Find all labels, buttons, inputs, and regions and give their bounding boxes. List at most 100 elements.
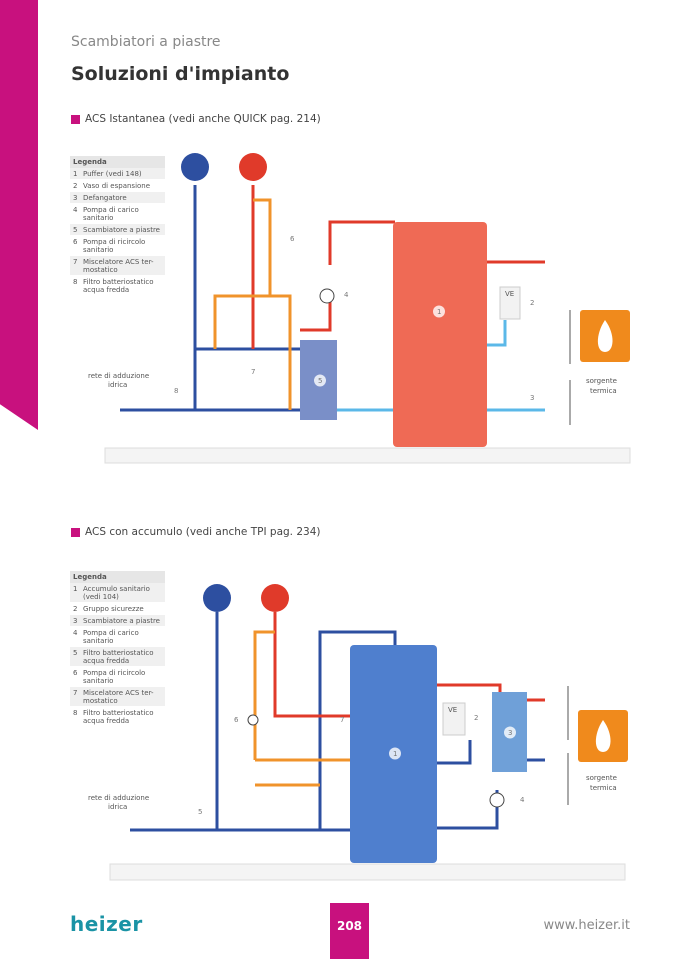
heat-source-label-2: termica [590,784,617,792]
legend-item: 4 Pompa di carico sanitario [70,627,165,647]
section1-title: ACS Istantanea (vedi anche QUICK pag. 21… [85,113,321,125]
legend-text: Gruppo sicurezze [83,604,144,613]
heat-source-label: sorgente [586,377,617,385]
section2-heading: ACS con accumulo (vedi anche TPI pag. 23… [71,526,320,538]
legend-text: Vaso di espansione [83,181,151,190]
legend-number: 2 [73,181,78,190]
legend-text: Miscelatore ACS ter-mostatico [83,688,154,705]
legend-number: 1 [73,584,78,593]
component-number: 3 [530,394,534,402]
legend-number: 8 [73,708,78,717]
safety-group [442,702,466,736]
ve-label: VE [505,290,514,298]
legend-text: Puffer (vedi 148) [83,169,142,178]
legend-text: Accumulo sanitario (vedi 104) [83,584,150,601]
legend-item: 3 Defangatore [70,192,165,204]
bullet-square [71,114,80,124]
component-number: 2 [474,714,478,722]
diagram-acs-istantanea: VE rete di adduzione idrica sorgente ter… [88,153,631,464]
page-number: 208 [330,903,369,959]
heat-source-label-2: termica [590,387,617,395]
legend-number: 5 [73,225,78,234]
section-kicker: Scambiatori a piastre [71,34,221,50]
legend-number: 4 [73,628,78,637]
legend-text: Scambiatore a piastre [83,616,160,625]
component-number: 8 [174,387,178,395]
water-supply-label-2: idrica [108,803,127,811]
legend-text: Scambiatore a piastre [83,225,160,234]
legend-item: 4 Pompa di carico sanitario [70,204,165,224]
water-supply-label-2: idrica [108,381,127,389]
legend-text: Pompa di carico sanitario [83,205,139,222]
component-number: 1 [393,750,397,758]
shower-cold-icon [181,153,209,181]
legend-item: 8 Filtro batteriostatico acqua fredda [70,276,165,296]
legend-number: 4 [73,205,78,214]
legend-title: Legenda [70,571,165,583]
legend-number: 5 [73,648,78,657]
legend-number: 1 [73,169,78,178]
pump-icon [489,792,505,808]
component-number: 5 [198,808,202,816]
legend-number: 2 [73,604,78,613]
shower-hot-icon [261,584,289,612]
legend-text: Filtro batteriostatico acqua fredda [83,648,154,665]
shower-hot-icon [239,153,267,181]
legend-item: 2 Gruppo sicurezze [70,603,165,615]
legend-number: 6 [73,668,78,677]
heizer-logo: heizer [70,912,143,936]
legend-title: Legenda [70,156,165,168]
legend-number: 3 [73,193,78,202]
legend-number: 7 [73,688,78,697]
puffer-tank [393,222,487,447]
bullet-square [71,527,80,537]
expansion-vessel [499,286,521,320]
legend-text: Pompa di carico sanitario [83,628,139,645]
website-link[interactable]: www.heizer.it [543,918,631,933]
component-number: 6 [234,716,239,724]
heat-source-label: sorgente [586,774,617,782]
legend-number: 3 [73,616,78,625]
shower-cold-icon [203,584,231,612]
component-number: 2 [530,299,534,307]
component-number: 7 [340,716,344,724]
legend-number: 8 [73,277,78,286]
recirc-pump-icon [247,714,259,726]
legend-text: Filtro batteriostatico acqua fredda [83,708,154,725]
legend-number: 7 [73,257,78,266]
legend-item: 7 Miscelatore ACS ter-mostatico [70,256,165,276]
component-number: 6 [290,235,295,243]
component-number: 7 [251,368,255,376]
legend-item: 2 Vaso di espansione [70,180,165,192]
sidebar-accent [0,0,38,430]
legend-item: 1 Puffer (vedi 148) [70,168,165,180]
legend-item: 3 Scambiatore a piastre [70,615,165,627]
component-number: 4 [344,291,349,299]
section2-title: ACS con accumulo (vedi anche TPI pag. 23… [85,526,321,538]
water-supply-label: rete di adduzione [88,372,149,380]
legend-text: Filtro batteriostatico acqua fredda [83,277,154,294]
component-number: 1 [437,308,441,316]
legend-item: 8 Filtro batteriostatico acqua fredda [70,707,165,727]
ve-label: VE [448,706,457,714]
section1-heading: ACS Istantanea (vedi anche QUICK pag. 21… [71,113,321,125]
legend-item: 7 Miscelatore ACS ter-mostatico [70,687,165,707]
legend-text: Defangatore [83,193,127,202]
legend-item: 6 Pompa di ricircolo sanitario [70,236,165,256]
legend-item: 5 Scambiatore a piastre [70,224,165,236]
component-number: 4 [520,796,525,804]
legend-text: Pompa di ricircolo sanitario [83,668,146,685]
component-number: 5 [318,377,322,385]
legend-text: Miscelatore ACS ter-mostatico [83,257,154,274]
water-supply-label: rete di adduzione [88,794,149,802]
legend-text: Pompa di ricircolo sanitario [83,237,146,254]
pump-icon [319,288,335,304]
diagram-acs-accumulo: VE rete di adduzione idrica sorgente ter… [88,584,628,881]
legend-1: Legenda 1 Puffer (vedi 148) 2 Vaso di espan… [70,156,165,296]
legend-item: 6 Pompa di ricircolo sanitario [70,667,165,687]
legend-item: 5 Filtro batteriostatico acqua fredda [70,647,165,667]
legend-number: 6 [73,237,78,246]
legend-item: 1 Accumulo sanitario (vedi 104) [70,583,165,603]
